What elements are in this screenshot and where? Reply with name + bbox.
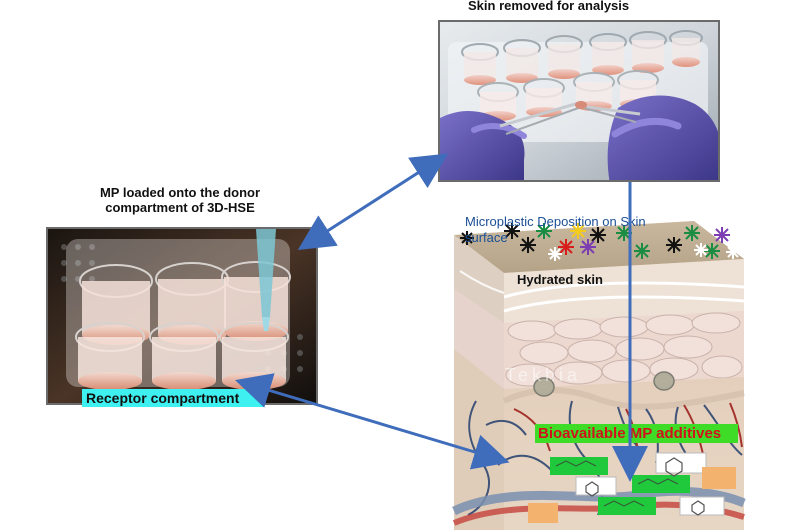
photo-link-arrow-top (297, 153, 449, 250)
donor-compartment-photo (46, 227, 318, 405)
hydrated-skin-label: Hydrated skin (517, 272, 603, 287)
microplastic-deposition-label: Microplastic Deposition on Skin (465, 214, 646, 229)
skin-removal-photo (438, 20, 720, 182)
skin-cross-section-diagram (452, 221, 746, 530)
top-photo-caption: Skin removed for analysis (468, 0, 630, 13)
watermark-text: Tekhia (505, 365, 582, 385)
left-photo-caption: MP loaded onto the donor compartment of … (99, 185, 261, 215)
gloved-hand-photo (440, 22, 718, 180)
microplastic-surface-label: surface (465, 230, 508, 245)
well-plate-photo (48, 229, 316, 403)
bioavailable-additives-label: Bioavailable MP additives (535, 424, 738, 443)
receptor-compartment-label: Receptor compartment (82, 389, 264, 407)
